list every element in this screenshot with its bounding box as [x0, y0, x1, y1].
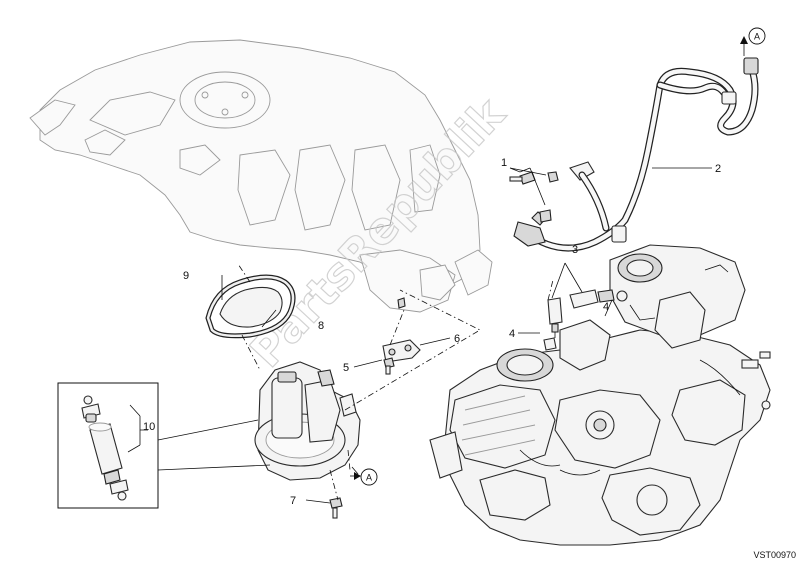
- callout-5: 5: [343, 362, 349, 374]
- engine: [429, 244, 771, 546]
- callout-3: 3: [572, 244, 578, 256]
- callout-10: 10: [143, 421, 155, 433]
- fuel-pump: [254, 361, 361, 481]
- leader-lines: [221, 167, 712, 504]
- assembly-lines: [237, 263, 556, 501]
- callout-7: 7: [290, 495, 296, 507]
- callout-4-left: 4: [509, 328, 515, 340]
- reference-marker-a-bottom: A: [350, 468, 378, 486]
- reference-marker-a-top: A: [748, 27, 766, 45]
- callout-2: 2: [715, 163, 721, 175]
- callout-8: 8: [318, 320, 324, 332]
- callout-4-right: 4: [603, 301, 609, 313]
- svg-text:A: A: [754, 32, 760, 42]
- fuel-hose: [513, 36, 759, 252]
- fuel-tank: [29, 39, 493, 313]
- fuel-filter-detail: [57, 382, 271, 509]
- callout-1: 1: [501, 157, 507, 169]
- fasteners: [329, 171, 552, 519]
- svg-text:A: A: [366, 473, 372, 483]
- drawing-code: VST00970: [753, 550, 796, 560]
- pump-seal: [205, 274, 296, 339]
- callout-6: 6: [454, 333, 460, 345]
- callout-labels: 1 2 3 4 4 5 6 7 8 9 10: [143, 157, 721, 507]
- callout-9: 9: [183, 270, 189, 282]
- hose-connectors: [543, 289, 628, 351]
